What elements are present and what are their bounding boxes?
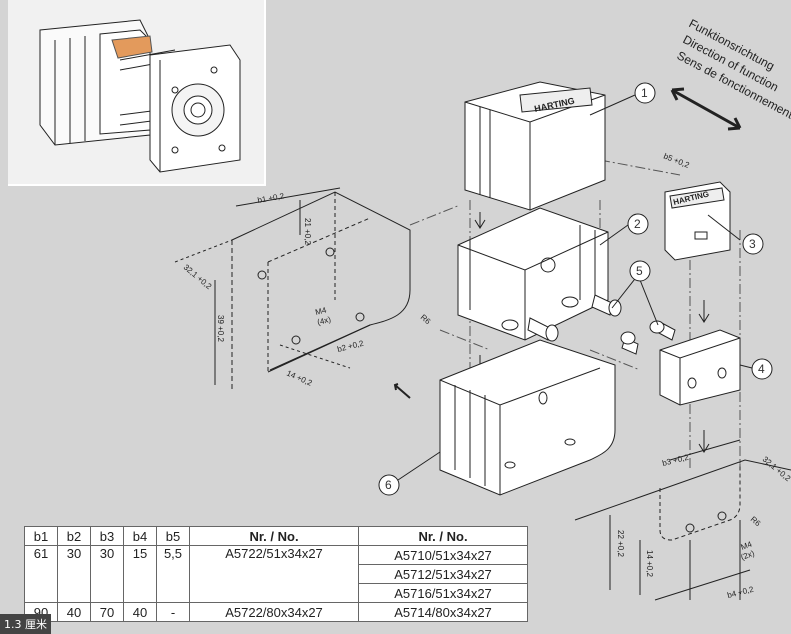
callout-2: 2 — [634, 217, 641, 231]
dim-b2: b2 +0,2 — [336, 339, 365, 354]
dim-32: 32,1 +0,2 — [182, 263, 214, 292]
dim-14: 14 +0,2 — [285, 369, 314, 388]
cell-nr2: A5716/51x34x27 — [358, 583, 528, 603]
cell-b3: 70 — [90, 602, 124, 622]
part-3-cover — [664, 181, 731, 261]
cell-b5: - — [156, 602, 190, 622]
inset-highlight-part — [111, 35, 153, 59]
scale-badge: 1.3 厘米 — [0, 614, 51, 634]
dim-right-b4: b4 +0,2 — [726, 585, 755, 600]
part-4-bracket — [659, 329, 741, 406]
panel-cutout-view — [174, 187, 411, 390]
right-cutout-view — [574, 439, 791, 601]
callout-4-circle — [751, 358, 773, 380]
callout-6-circle — [378, 474, 400, 496]
callout-2-circle — [627, 213, 649, 235]
dim-right-22: 22 +0,2 — [616, 530, 625, 557]
th-b3: b3 — [90, 526, 124, 546]
callout-3: 3 — [749, 237, 756, 251]
callout-5-circle — [629, 260, 651, 282]
dim-39: 39 +0,2 — [216, 315, 225, 342]
callout-4: 4 — [758, 362, 765, 376]
cell-nr2: A5710/51x34x27 — [358, 545, 528, 565]
inset-assembly — [39, 19, 241, 173]
cell-nr1: A5722/80x34x27 — [189, 602, 359, 622]
cell-nr1: A5722/51x34x27 — [189, 545, 359, 603]
cell-b5: 5,5 — [156, 545, 190, 603]
th-nr-2: Nr. / No. — [358, 526, 528, 546]
part-2-frame — [457, 207, 609, 341]
dim-m4-sub: (4x) — [316, 315, 332, 327]
part-1-housing — [464, 81, 606, 211]
callout-1: 1 — [641, 86, 648, 100]
dim-m4: M4 — [314, 305, 327, 317]
cell-nr2: A5712/51x34x27 — [358, 564, 528, 584]
cell-b2: 40 — [57, 602, 91, 622]
part-6-base — [439, 339, 616, 496]
cell-b1: 61 — [24, 545, 58, 603]
callout-3-circle — [742, 233, 764, 255]
part-5-screws — [527, 294, 676, 355]
dim-right-m4: M4 — [740, 539, 754, 551]
dim-b5: b5 +0,2 — [662, 152, 691, 171]
th-b1: b1 — [24, 526, 58, 546]
dim-right-r6: R6 — [749, 515, 763, 529]
cell-b4: 40 — [123, 602, 157, 622]
dim-b3: b3 +0,2 — [661, 453, 690, 468]
cell-nr2: A5714/80x34x27 — [358, 602, 528, 622]
th-nr-1: Nr. / No. — [189, 526, 359, 546]
cell-b3: 30 — [90, 545, 124, 603]
cell-b2: 30 — [57, 545, 91, 603]
callout-1-circle — [634, 82, 656, 104]
callout-5: 5 — [636, 264, 643, 278]
direction-arrow — [670, 87, 742, 131]
th-b5: b5 — [156, 526, 190, 546]
dim-right-14: 14 +0,2 — [645, 550, 654, 577]
dim-b1: b1 +0,2 — [257, 191, 286, 205]
table-row: 90 40 70 40 - A5722/80x34x27 A5714/80x34… — [24, 602, 528, 622]
spec-table: b1 b2 b3 b4 b5 Nr. / No. Nr. / No. 61 30… — [24, 526, 528, 622]
th-b4: b4 — [123, 526, 157, 546]
th-b2: b2 — [57, 526, 91, 546]
callout-6: 6 — [385, 478, 392, 492]
table-row: 61 30 30 15 5,5 A5722/51x34x27 A5710/51x… — [24, 545, 528, 603]
dim-r6: R6 — [419, 313, 433, 327]
cell-b4: 15 — [123, 545, 157, 603]
dim-21: 21 +0,2 — [303, 218, 312, 245]
